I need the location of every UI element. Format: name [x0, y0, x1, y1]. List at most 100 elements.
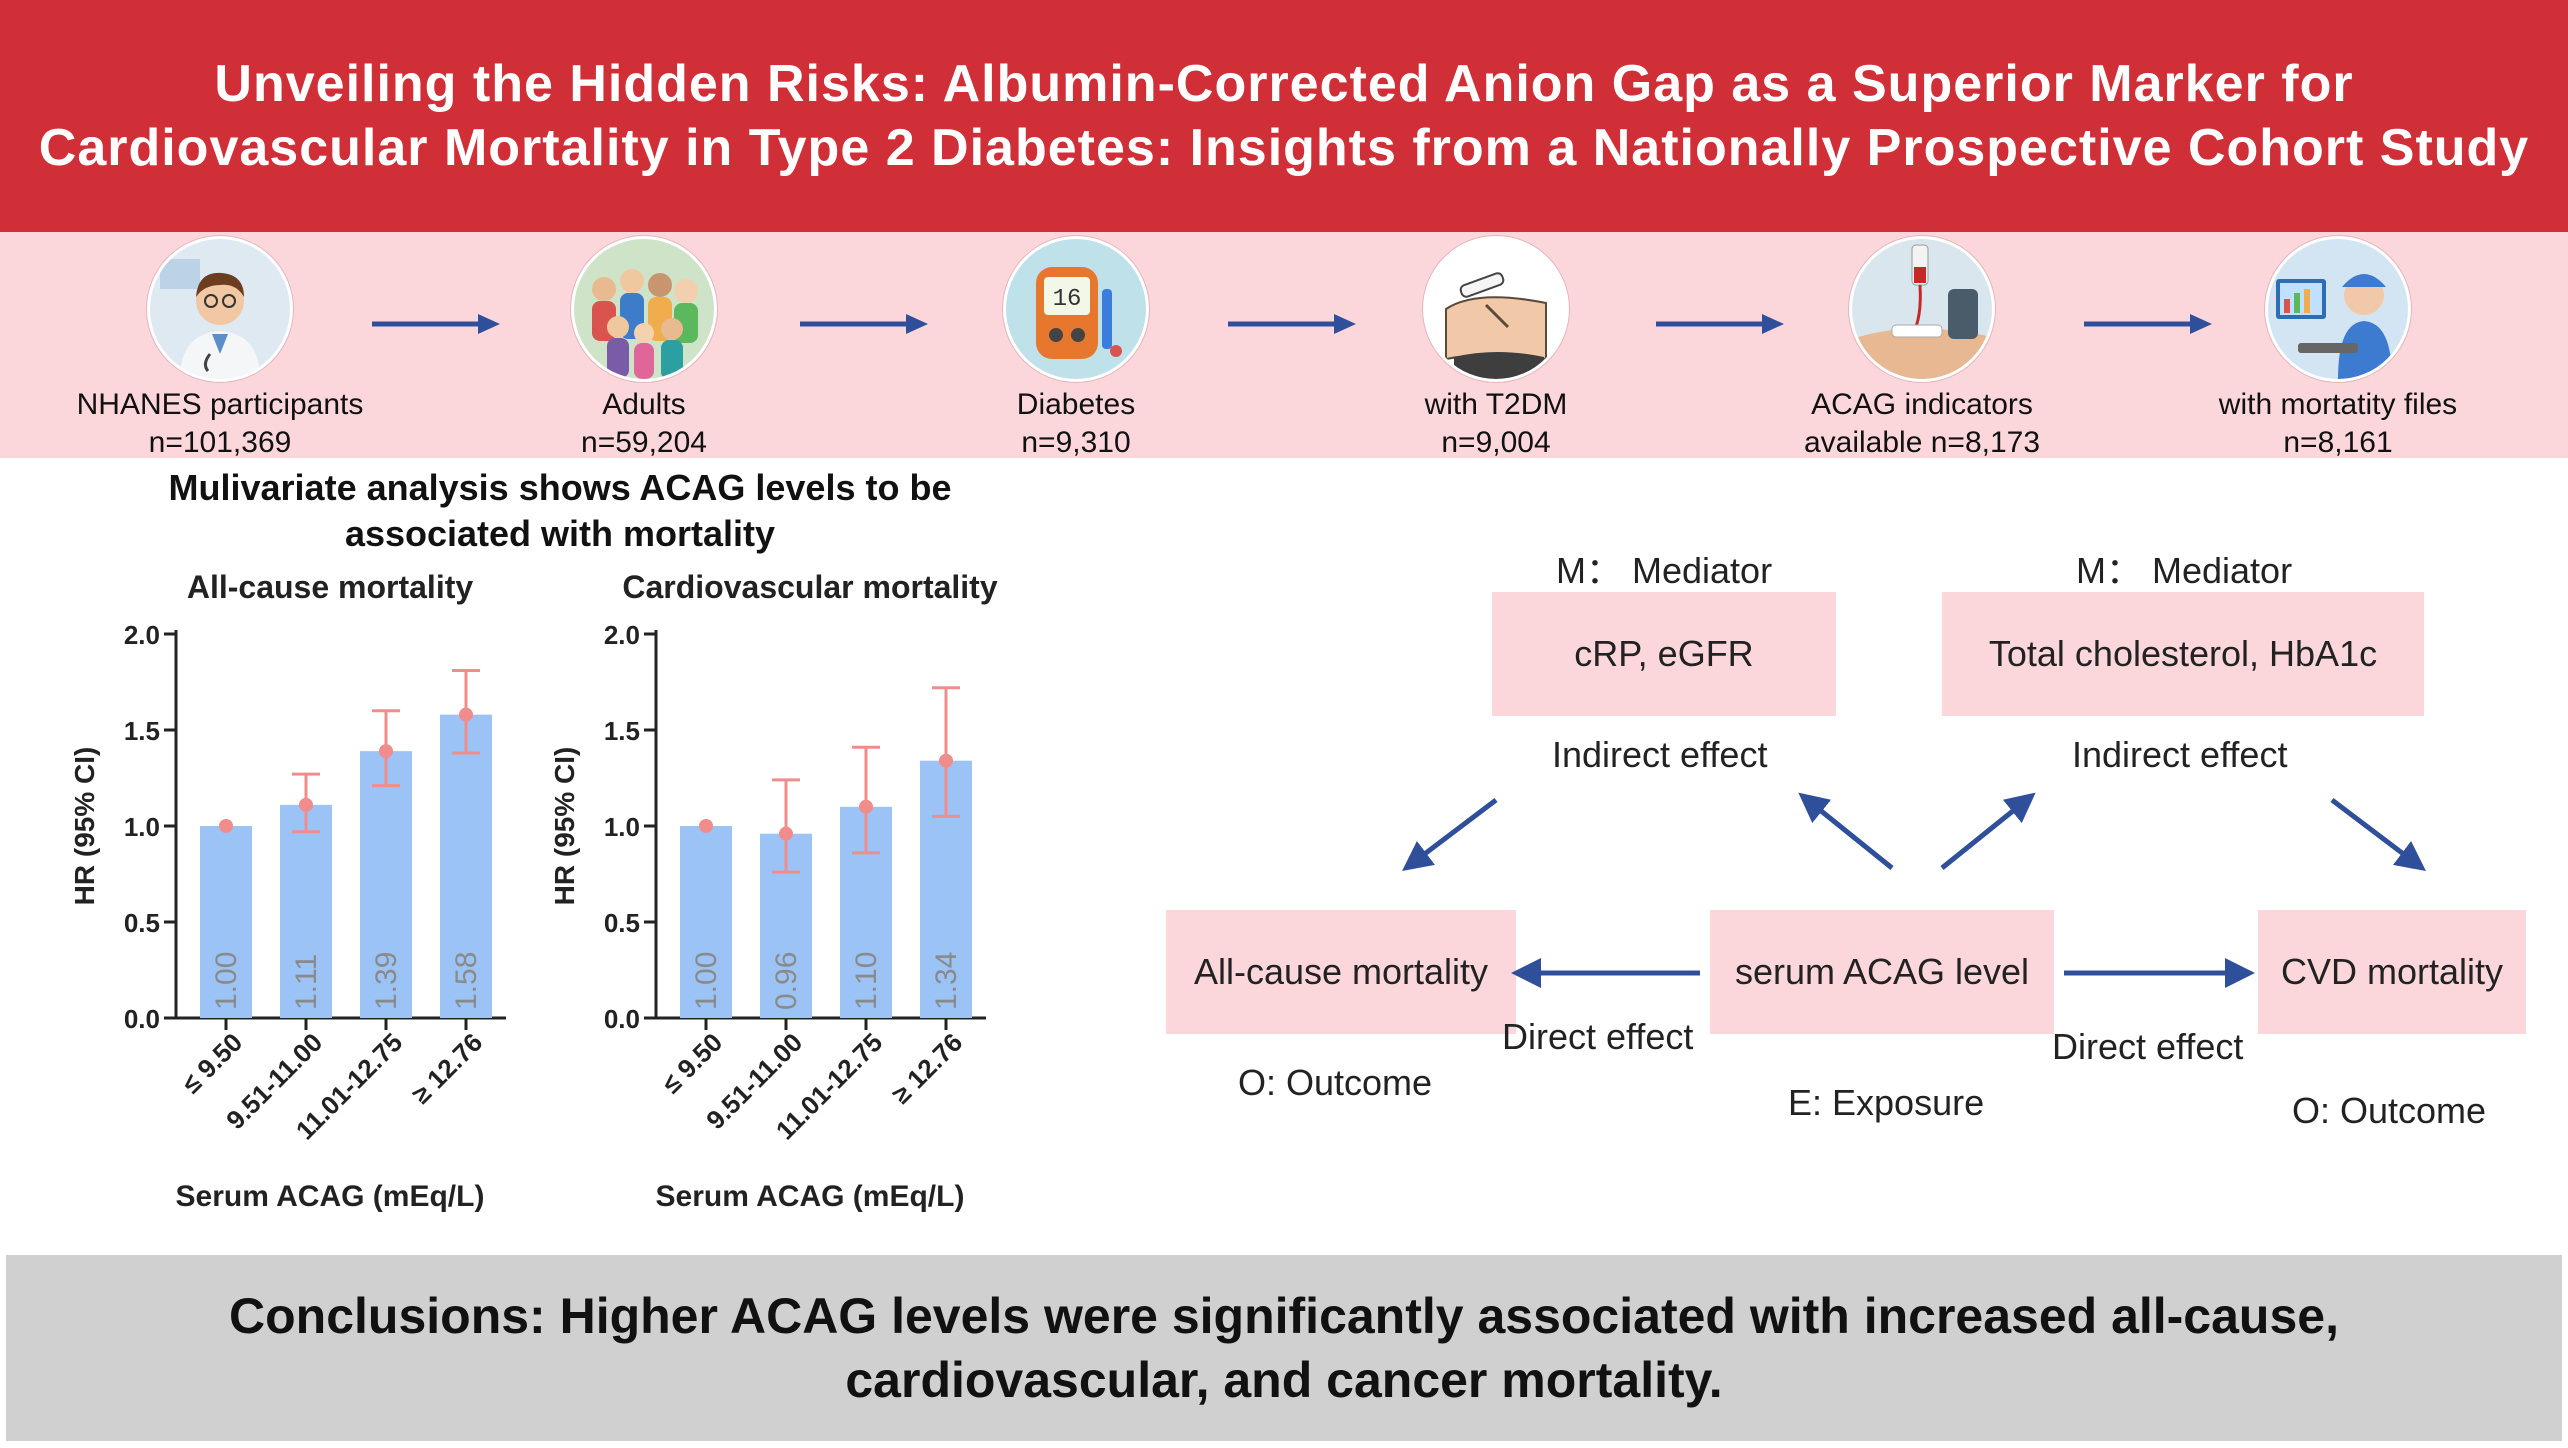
flow-step-label: Adults: [602, 388, 686, 421]
flow-step-count: n=101,369: [148, 426, 292, 459]
x-tick-label: ≥ 12.76: [406, 1027, 488, 1109]
point-estimate: [219, 819, 233, 833]
chart-title: Cardiovascular mortality: [622, 569, 997, 605]
indirect-effect-left: Indirect effect: [1552, 734, 1768, 775]
y-axis-label: HR (95% CI): [69, 747, 100, 906]
flow-arrow: [2084, 314, 2212, 334]
conclusion-line-1: Conclusions: Higher ACAG levels were sig…: [229, 1288, 2339, 1344]
arrow-mediator-to-allcause: [1402, 798, 1498, 872]
title-banner: Unveiling the Hidden Risks: Albumin-Corr…: [0, 0, 2568, 232]
point-estimate: [699, 819, 713, 833]
exposure-tag: E: Exposure: [1788, 1082, 1985, 1123]
insulin-injection-icon: [1423, 236, 1569, 382]
all-cause-mortality-chart: All-cause mortality 0.0 0.5 1.0 1.5 2.0 HR (95…: [69, 569, 506, 1213]
bar-value-label: 1.10: [850, 952, 883, 1010]
conclusion-banner: Conclusions: Higher ACAG levels were sig…: [6, 1255, 2562, 1441]
bar-value-label: 1.00: [210, 952, 243, 1010]
left-mediator-label: cRP, eGFR: [1574, 633, 1754, 674]
bar: [680, 826, 732, 1018]
title-line-2: Cardiovascular Mortality in Type 2 Diabe…: [38, 119, 2530, 177]
bar: [280, 804, 332, 1018]
x-tick-label: ≤ 9.50: [656, 1027, 728, 1099]
flow-step-count: n=8,161: [2283, 426, 2393, 459]
flow-step-acag: ACAG indicators available n=8,173: [1742, 236, 2102, 462]
chart-title: All-cause mortality: [187, 569, 474, 605]
x-tick-label: ≤ 9.50: [176, 1027, 248, 1099]
flow-step-t2dm: with T2DM n=9,004: [1316, 236, 1676, 462]
right-mediator-tag: M： Mediator: [2076, 550, 2293, 591]
bar-value-label: 1.00: [690, 952, 723, 1010]
cvd-outcome-label: CVD mortality: [2280, 951, 2504, 992]
bar-value-label: 1.58: [450, 952, 483, 1010]
point-estimate: [859, 799, 873, 814]
point-estimate: [459, 707, 473, 722]
nurse-computer-icon: [2265, 236, 2411, 382]
right-mediator-label: Total cholesterol, HbA1c: [1988, 633, 2378, 674]
y-tick-label: 2.0: [604, 620, 640, 650]
exposure-label: serum ACAG level: [1734, 951, 2030, 992]
flow-step-count: n=9,310: [1021, 426, 1131, 459]
x-tick-label: ≥ 12.76: [886, 1027, 968, 1109]
cardiovascular-mortality-chart: Cardiovascular mortality 0.0 0.5 1.0 1.5 2.0H…: [549, 569, 998, 1213]
crowd-icon: [571, 236, 717, 382]
flow-step-label: NHANES participants: [76, 388, 364, 421]
flow-arrow: [800, 314, 928, 334]
y-tick-label: 0.5: [604, 908, 640, 938]
mediation-arrows: [1402, 792, 2426, 988]
flow-step-count: n=59,204: [581, 426, 707, 459]
bar: [200, 826, 252, 1018]
arrow-exposure-to-right-mediator: [1940, 792, 2036, 870]
flow-step-diabetes: 16 Diabetes n=9,310: [896, 236, 1256, 462]
bar-value-label: 0.96: [770, 952, 803, 1010]
doctor-icon: [147, 236, 293, 382]
flow-step-label: ACAG indicators: [1811, 388, 2033, 421]
y-tick-label: 0.5: [124, 908, 160, 938]
y-tick-label: 0.0: [124, 1004, 160, 1034]
y-tick-label: 0.0: [604, 1004, 640, 1034]
y-tick-label: 1.0: [124, 812, 160, 842]
bar-value-label: 1.11: [290, 954, 323, 1010]
flow-step-label: with mortatity files: [2218, 388, 2458, 421]
point-estimate: [299, 797, 313, 812]
title-line-1: Unveiling the Hidden Risks: Albumin-Corr…: [214, 55, 2354, 113]
bar: [360, 751, 412, 1018]
direct-effect-left: Direct effect: [1502, 1016, 1694, 1057]
y-tick-label: 2.0: [124, 620, 160, 650]
bar-value-label: 1.34: [930, 952, 963, 1010]
point-estimate: [939, 753, 953, 768]
analysis-heading-line-1: Mulivariate analysis shows ACAG levels t…: [168, 467, 952, 508]
flow-step-mortality: with mortatity files n=8,161: [2158, 236, 2518, 462]
all-cause-outcome-box: All-cause mortality: [1166, 910, 1516, 1034]
x-axis-label: Serum ACAG (mEq/L): [656, 1180, 965, 1213]
flow-step-nhanes: NHANES participants n=101,369: [40, 236, 400, 462]
flow-arrow: [1656, 314, 1784, 334]
point-estimate: [779, 826, 793, 841]
left-mediator-tag: M： Mediator: [1556, 550, 1773, 591]
arrow-exposure-to-left-mediator: [1798, 792, 1894, 870]
indirect-effect-right: Indirect effect: [2072, 734, 2288, 775]
conclusion-line-2: cardiovascular, and cancer mortality.: [845, 1352, 1723, 1408]
flow-arrow: [1228, 314, 1356, 334]
flow-step-adults: Adults n=59,204: [464, 236, 824, 462]
all-cause-outcome-label: All-cause mortality: [1193, 951, 1489, 992]
flow-step-count: available n=8,173: [1803, 426, 2041, 459]
flow-arrow: [372, 314, 500, 334]
point-estimate: [379, 744, 393, 759]
y-tick-label: 1.0: [604, 812, 640, 842]
flow-step-count: n=9,004: [1441, 426, 1551, 459]
participant-flow: NHANES participants n=101,369 Adults n=5…: [0, 232, 2568, 459]
direct-effect-right: Direct effect: [2052, 1026, 2244, 1067]
right-mediator-box: Total cholesterol, HbA1c: [1942, 592, 2424, 716]
y-tick-label: 1.5: [124, 716, 160, 746]
y-axis-label: HR (95% CI): [549, 747, 580, 906]
cvd-outcome-box: CVD mortality: [2258, 910, 2526, 1034]
y-tick-label: 1.5: [604, 716, 640, 746]
svg-text:16: 16: [1053, 286, 1082, 313]
arrow-mediator-to-cvd: [2330, 798, 2426, 872]
flow-step-label: with T2DM: [1424, 388, 1568, 421]
analysis-heading-line-2: associated with mortality: [344, 513, 776, 554]
bar: [440, 714, 492, 1018]
bar-value-label: 1.39: [370, 952, 403, 1010]
analysis-heading: Mulivariate analysis shows ACAG levels t…: [60, 465, 1060, 557]
blood-draw-icon: [1849, 236, 1995, 382]
